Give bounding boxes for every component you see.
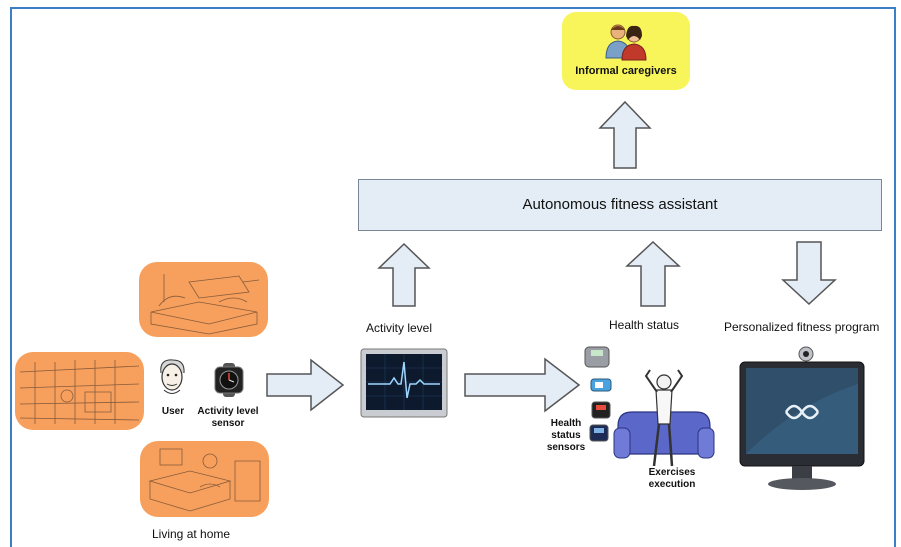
arrow-activity-up (377, 242, 431, 307)
blood-pressure-icon (591, 401, 611, 419)
scale-icon (584, 346, 610, 368)
arrow-to-monitor (266, 358, 345, 412)
living-room-scene (140, 441, 269, 517)
caregivers-icon (605, 24, 647, 61)
personalized-program-label: Personalized fitness program (724, 320, 880, 334)
tv-screen-icon (739, 346, 865, 490)
kitchen-scene (15, 352, 144, 430)
user-icon (160, 359, 185, 394)
living-at-home-label: Living at home (152, 527, 231, 541)
activity-sensor-icon (214, 363, 244, 397)
glucometer-icon (589, 424, 609, 442)
exercise-person-icon (613, 369, 715, 467)
user-label: User (161, 406, 185, 417)
pulse-oximeter-icon (590, 378, 612, 392)
living-room-sketch-icon (148, 448, 261, 512)
diagram-frame (10, 7, 896, 547)
arrow-program-down (781, 241, 837, 306)
bedroom-scene (139, 262, 268, 337)
arrow-to-health-sensors (464, 357, 581, 413)
bed-sketch-icon (150, 274, 260, 335)
assistant-box (358, 179, 882, 231)
heart-monitor-icon (360, 348, 448, 418)
kitchen-sketch-icon (19, 360, 140, 424)
caregivers-label: Informal caregivers (575, 65, 677, 77)
arrow-to-caregivers (598, 100, 652, 169)
arrow-health-up (625, 240, 681, 307)
health-status-label: Health status (609, 318, 680, 332)
activity-level-label: Activity level (366, 321, 433, 335)
assistant-label: Autonomous fitness assistant (522, 196, 718, 213)
